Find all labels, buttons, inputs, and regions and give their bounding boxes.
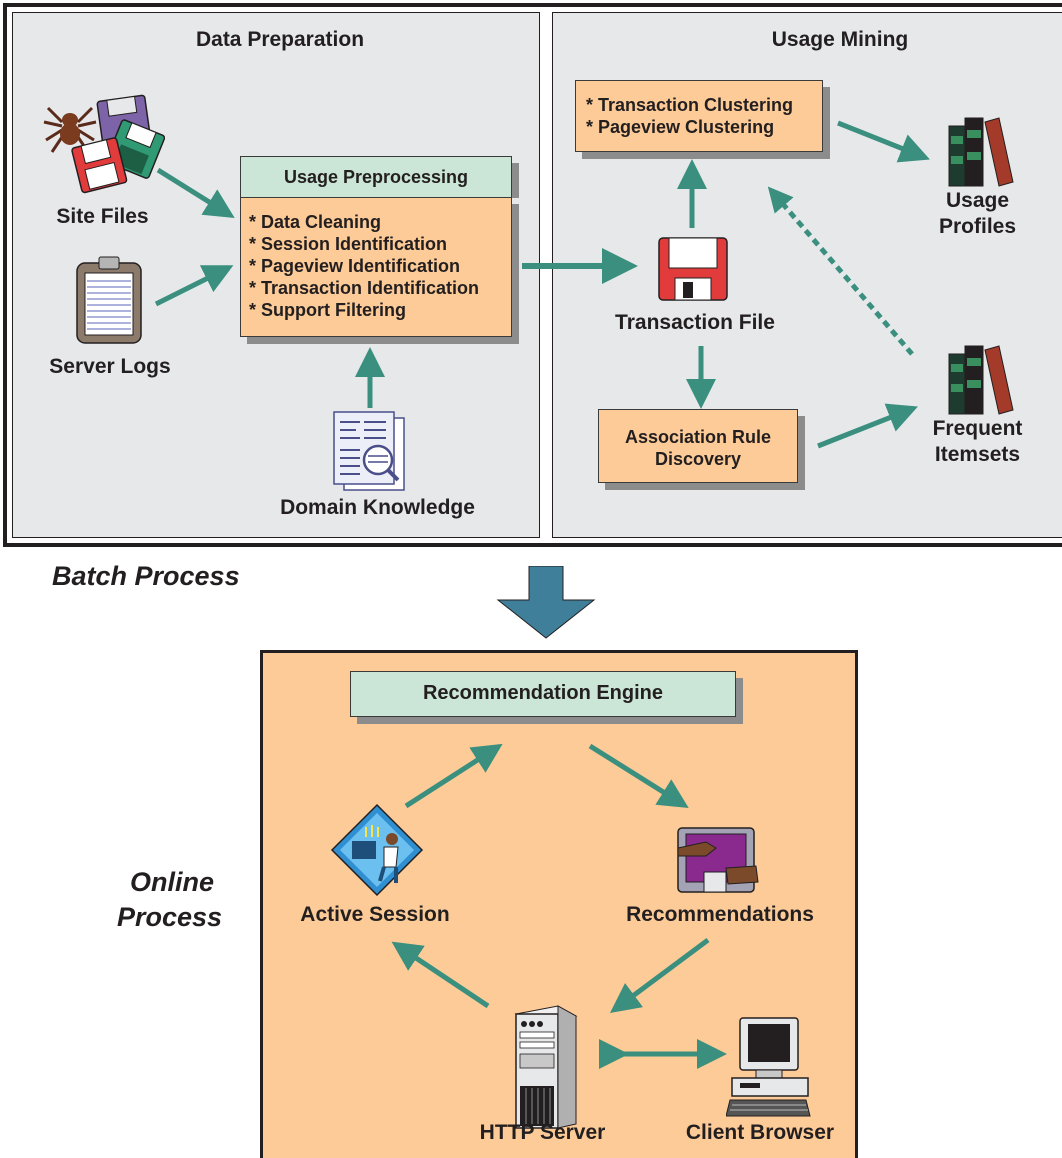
batch-process-label: Batch Process bbox=[52, 561, 240, 591]
site-files-icon bbox=[43, 94, 165, 194]
preprocessing-step: * Session Identification bbox=[249, 234, 448, 254]
usage-preprocessing-box: * Data Cleaning * Session Identification… bbox=[240, 197, 512, 337]
usage-preprocessing-title: Usage Preprocessing bbox=[283, 167, 469, 187]
spider-icon bbox=[43, 106, 97, 153]
usage-preprocessing-header: Usage Preprocessing bbox=[240, 156, 512, 198]
clustering-item: * Transaction Clustering bbox=[586, 95, 794, 115]
books-icon bbox=[948, 345, 1014, 415]
transaction-file-label: Transaction File bbox=[615, 311, 775, 334]
recommendations-label: Recommendations bbox=[626, 903, 814, 926]
usage-profiles-line: Usage bbox=[945, 189, 1010, 212]
active-session-icon bbox=[330, 803, 424, 897]
clipboard-icon bbox=[76, 256, 142, 344]
usage-profiles-line: Profiles bbox=[938, 215, 1017, 238]
preprocessing-step: * Transaction Identification bbox=[249, 278, 480, 298]
preprocessing-step: * Support Filtering bbox=[249, 300, 406, 320]
domain-knowledge-label: Domain Knowledge bbox=[280, 496, 475, 519]
computer-icon bbox=[726, 1017, 811, 1117]
frequent-itemsets-line: Itemsets bbox=[934, 443, 1021, 466]
server-logs-label: Server Logs bbox=[49, 355, 171, 378]
floppy-disk-icon bbox=[658, 237, 728, 301]
frequent-itemsets-line: Frequent bbox=[932, 417, 1023, 440]
clustering-item: * Pageview Clustering bbox=[586, 117, 775, 137]
books-icon bbox=[948, 117, 1014, 187]
client-browser-label: Client Browser bbox=[685, 1121, 835, 1144]
data-preparation-title: Data Preparation bbox=[195, 28, 365, 51]
recommendations-icon bbox=[677, 827, 759, 893]
server-icon bbox=[514, 1005, 578, 1129]
association-rule-box: Association Rule Discovery bbox=[598, 409, 798, 483]
document-icon bbox=[333, 411, 405, 491]
active-session-label: Active Session bbox=[300, 903, 450, 926]
recommendation-engine-title: Recommendation Engine bbox=[422, 682, 664, 704]
preprocessing-step: * Pageview Identification bbox=[249, 256, 461, 276]
preprocessing-step: * Data Cleaning bbox=[249, 212, 382, 232]
association-rule-line: Discovery bbox=[654, 449, 742, 469]
http-server-label: HTTP Server bbox=[479, 1121, 606, 1144]
recommendation-engine-box: Recommendation Engine bbox=[350, 671, 736, 717]
clustering-box: * Transaction Clustering * Pageview Clus… bbox=[575, 80, 823, 152]
online-process-line: Online bbox=[130, 867, 215, 897]
usage-mining-title: Usage Mining bbox=[771, 28, 909, 51]
association-rule-line: Association Rule bbox=[624, 427, 772, 447]
down-arrow-icon bbox=[496, 566, 596, 639]
preprocessing-shadow bbox=[512, 163, 519, 198]
online-process-line: Process bbox=[117, 902, 223, 932]
site-files-label: Site Files bbox=[56, 205, 149, 228]
